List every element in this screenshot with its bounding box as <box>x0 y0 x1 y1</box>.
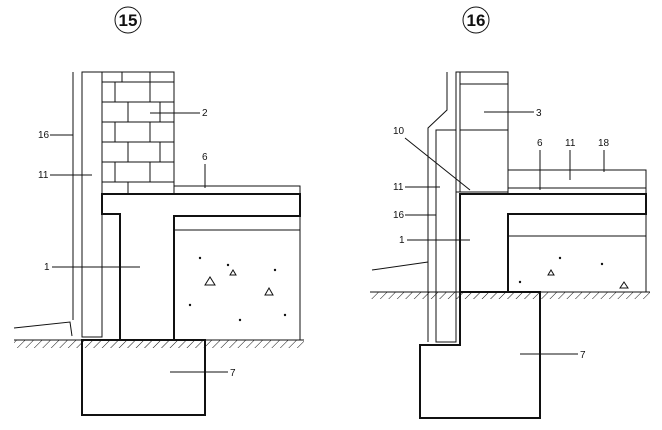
outer-skin-line <box>427 72 448 342</box>
block-wall <box>459 71 509 193</box>
detail-number-circle <box>114 6 142 34</box>
label-1: 1 <box>44 262 50 273</box>
label-7: 7 <box>580 350 586 361</box>
label-18: 18 <box>598 138 610 149</box>
foundation <box>81 339 206 416</box>
label-11b: 11 <box>565 138 576 149</box>
detail-number: 16 <box>467 11 486 30</box>
label-11: 11 <box>393 182 404 193</box>
blinding-layer <box>173 215 301 231</box>
label-6: 6 <box>537 138 543 149</box>
ground <box>14 340 304 348</box>
label-11: 11 <box>38 170 49 181</box>
insulation-layer <box>81 71 103 338</box>
ground <box>370 292 650 299</box>
label-3: 3 <box>536 108 542 119</box>
foundation <box>419 291 541 419</box>
fill-concrete <box>173 229 301 341</box>
label-16: 16 <box>38 130 50 141</box>
detail-number-circle <box>462 6 490 34</box>
label-7: 7 <box>230 368 236 379</box>
detail-16: 16 <box>370 6 650 419</box>
blinding-layer <box>507 213 647 237</box>
label-10: 10 <box>393 126 405 137</box>
fill-concrete <box>507 235 647 293</box>
drip-flashing <box>13 321 73 337</box>
label-6: 6 <box>202 152 208 163</box>
label-16: 16 <box>393 210 405 221</box>
label-1: 1 <box>399 235 405 246</box>
drip-flashing <box>371 261 429 271</box>
floor-screed <box>173 185 301 195</box>
label-2: 2 <box>202 108 208 119</box>
detail-15: 15 <box>13 6 304 416</box>
floor-insulation <box>507 169 647 189</box>
brick-wall <box>101 71 175 195</box>
detail-number: 15 <box>119 11 138 30</box>
concrete-slab-and-wall <box>459 193 647 293</box>
insulation-layer <box>435 129 457 343</box>
